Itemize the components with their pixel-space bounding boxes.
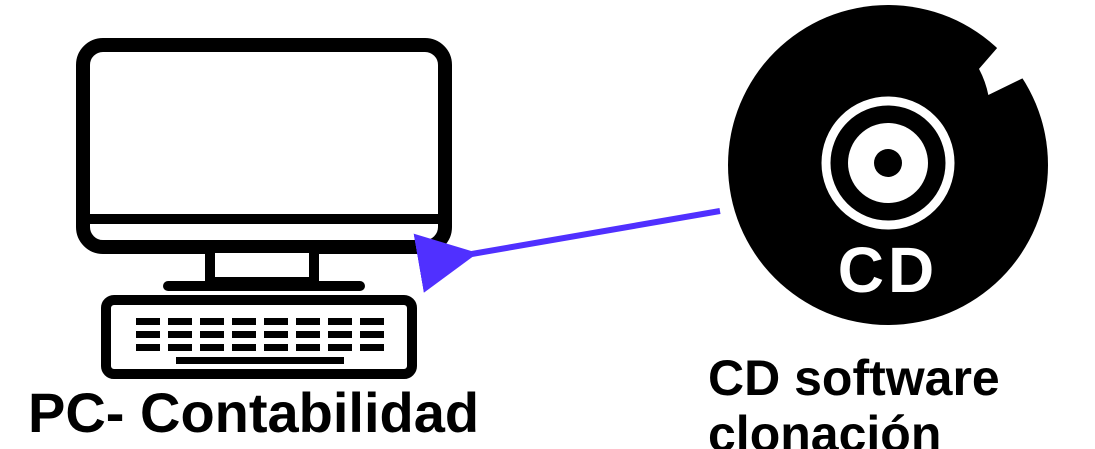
cd-reflection — [979, 22, 1048, 96]
desktop-computer-icon — [76, 38, 452, 379]
cd-caption: CD software clonación — [708, 350, 1000, 449]
cd-disc-text: CD — [838, 234, 938, 306]
cd-center-hole — [874, 149, 902, 177]
cd-caption-line-2: clonación — [708, 406, 942, 449]
connector-arrow — [413, 208, 721, 293]
cd-inner-ring — [821, 96, 955, 230]
monitor-stand-neck — [205, 243, 319, 287]
keyboard-keys — [136, 318, 384, 364]
pc-caption: PC- Contabilidad — [28, 381, 480, 444]
cd-disc-icon: CD — [728, 5, 1048, 325]
cd-caption-line-1: CD software — [708, 350, 1000, 406]
arrow-left-icon — [413, 208, 721, 293]
